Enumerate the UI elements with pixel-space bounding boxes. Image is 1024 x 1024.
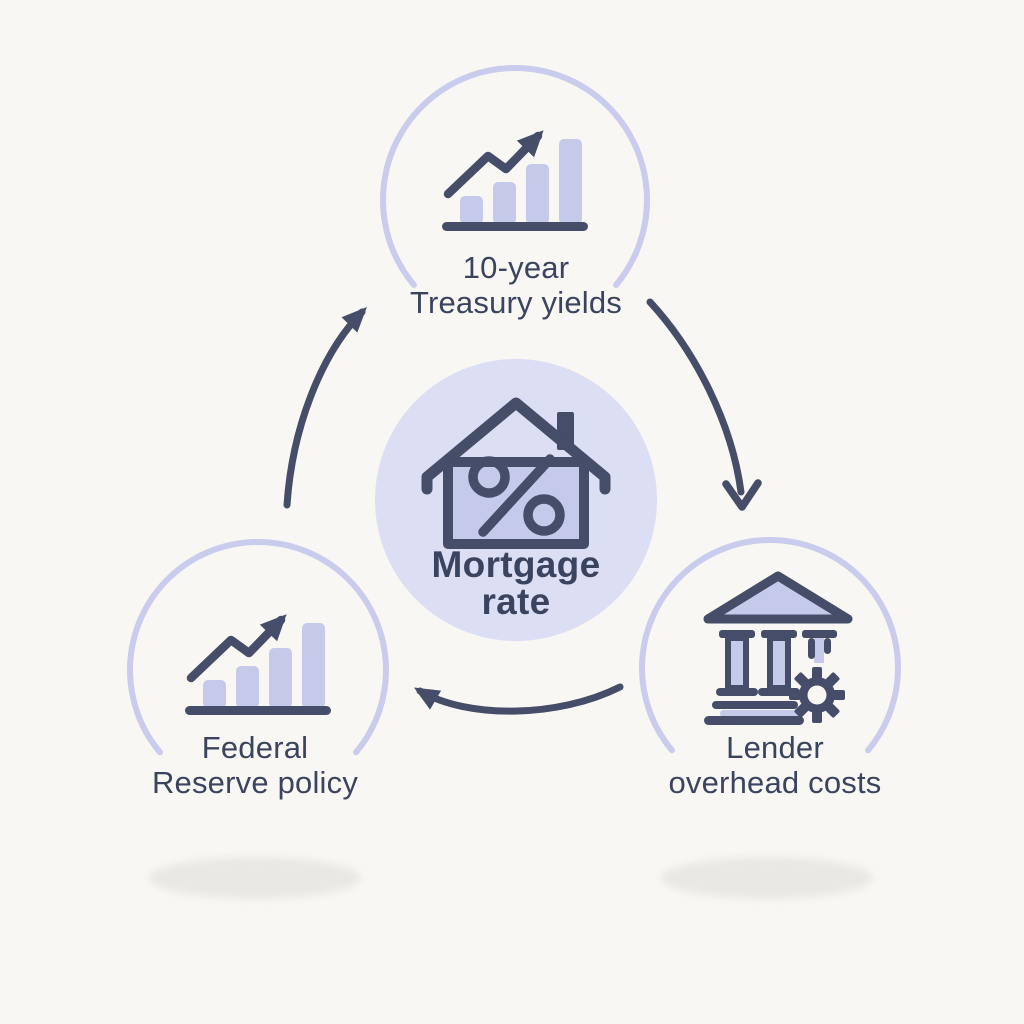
fed-label-line2: Reserve policy xyxy=(151,765,359,800)
arrow-lender-to-fed xyxy=(413,683,624,715)
trend-up-bar-chart-icon xyxy=(442,130,588,231)
fed-node-label: Federal Reserve policy xyxy=(55,730,455,800)
center-label-line1: Mortgage xyxy=(431,544,601,585)
bank-gear-icon xyxy=(703,571,853,725)
house-percent-icon xyxy=(421,397,611,549)
arrow-fed-to-treasury xyxy=(283,306,367,509)
treasury-label-line1: 10-year xyxy=(462,250,570,285)
trend-up-bar-chart-icon xyxy=(185,614,331,715)
arrow-treasury-to-lender xyxy=(646,298,762,511)
ring-treasury-node xyxy=(380,65,650,288)
arrow-chevron-head xyxy=(722,479,762,511)
chart-baseline xyxy=(185,706,331,715)
fed-label-line1: Federal xyxy=(201,730,309,765)
ring-fed-node xyxy=(127,538,389,756)
percent-symbol xyxy=(468,454,565,537)
treasury-node-label: 10-year Treasury yields xyxy=(316,250,716,320)
lender-node-label: Lender overhead costs xyxy=(575,730,975,800)
ground-shadow-right xyxy=(661,857,873,899)
trend-arrow xyxy=(186,614,287,683)
center-node-label: Mortgage rate xyxy=(356,546,676,620)
center-label-line2: rate xyxy=(481,581,551,622)
trend-arrow xyxy=(443,130,544,199)
ring-lender-node xyxy=(639,536,901,754)
bank-pediment xyxy=(703,571,853,624)
lender-label-line2: overhead costs xyxy=(668,765,882,800)
ground-shadow-left xyxy=(149,857,361,899)
roof xyxy=(421,397,611,495)
treasury-label-line2: Treasury yields xyxy=(409,285,623,320)
chart-baseline xyxy=(442,222,588,231)
lender-label-line1: Lender xyxy=(726,730,824,765)
gear-icon xyxy=(789,667,845,723)
